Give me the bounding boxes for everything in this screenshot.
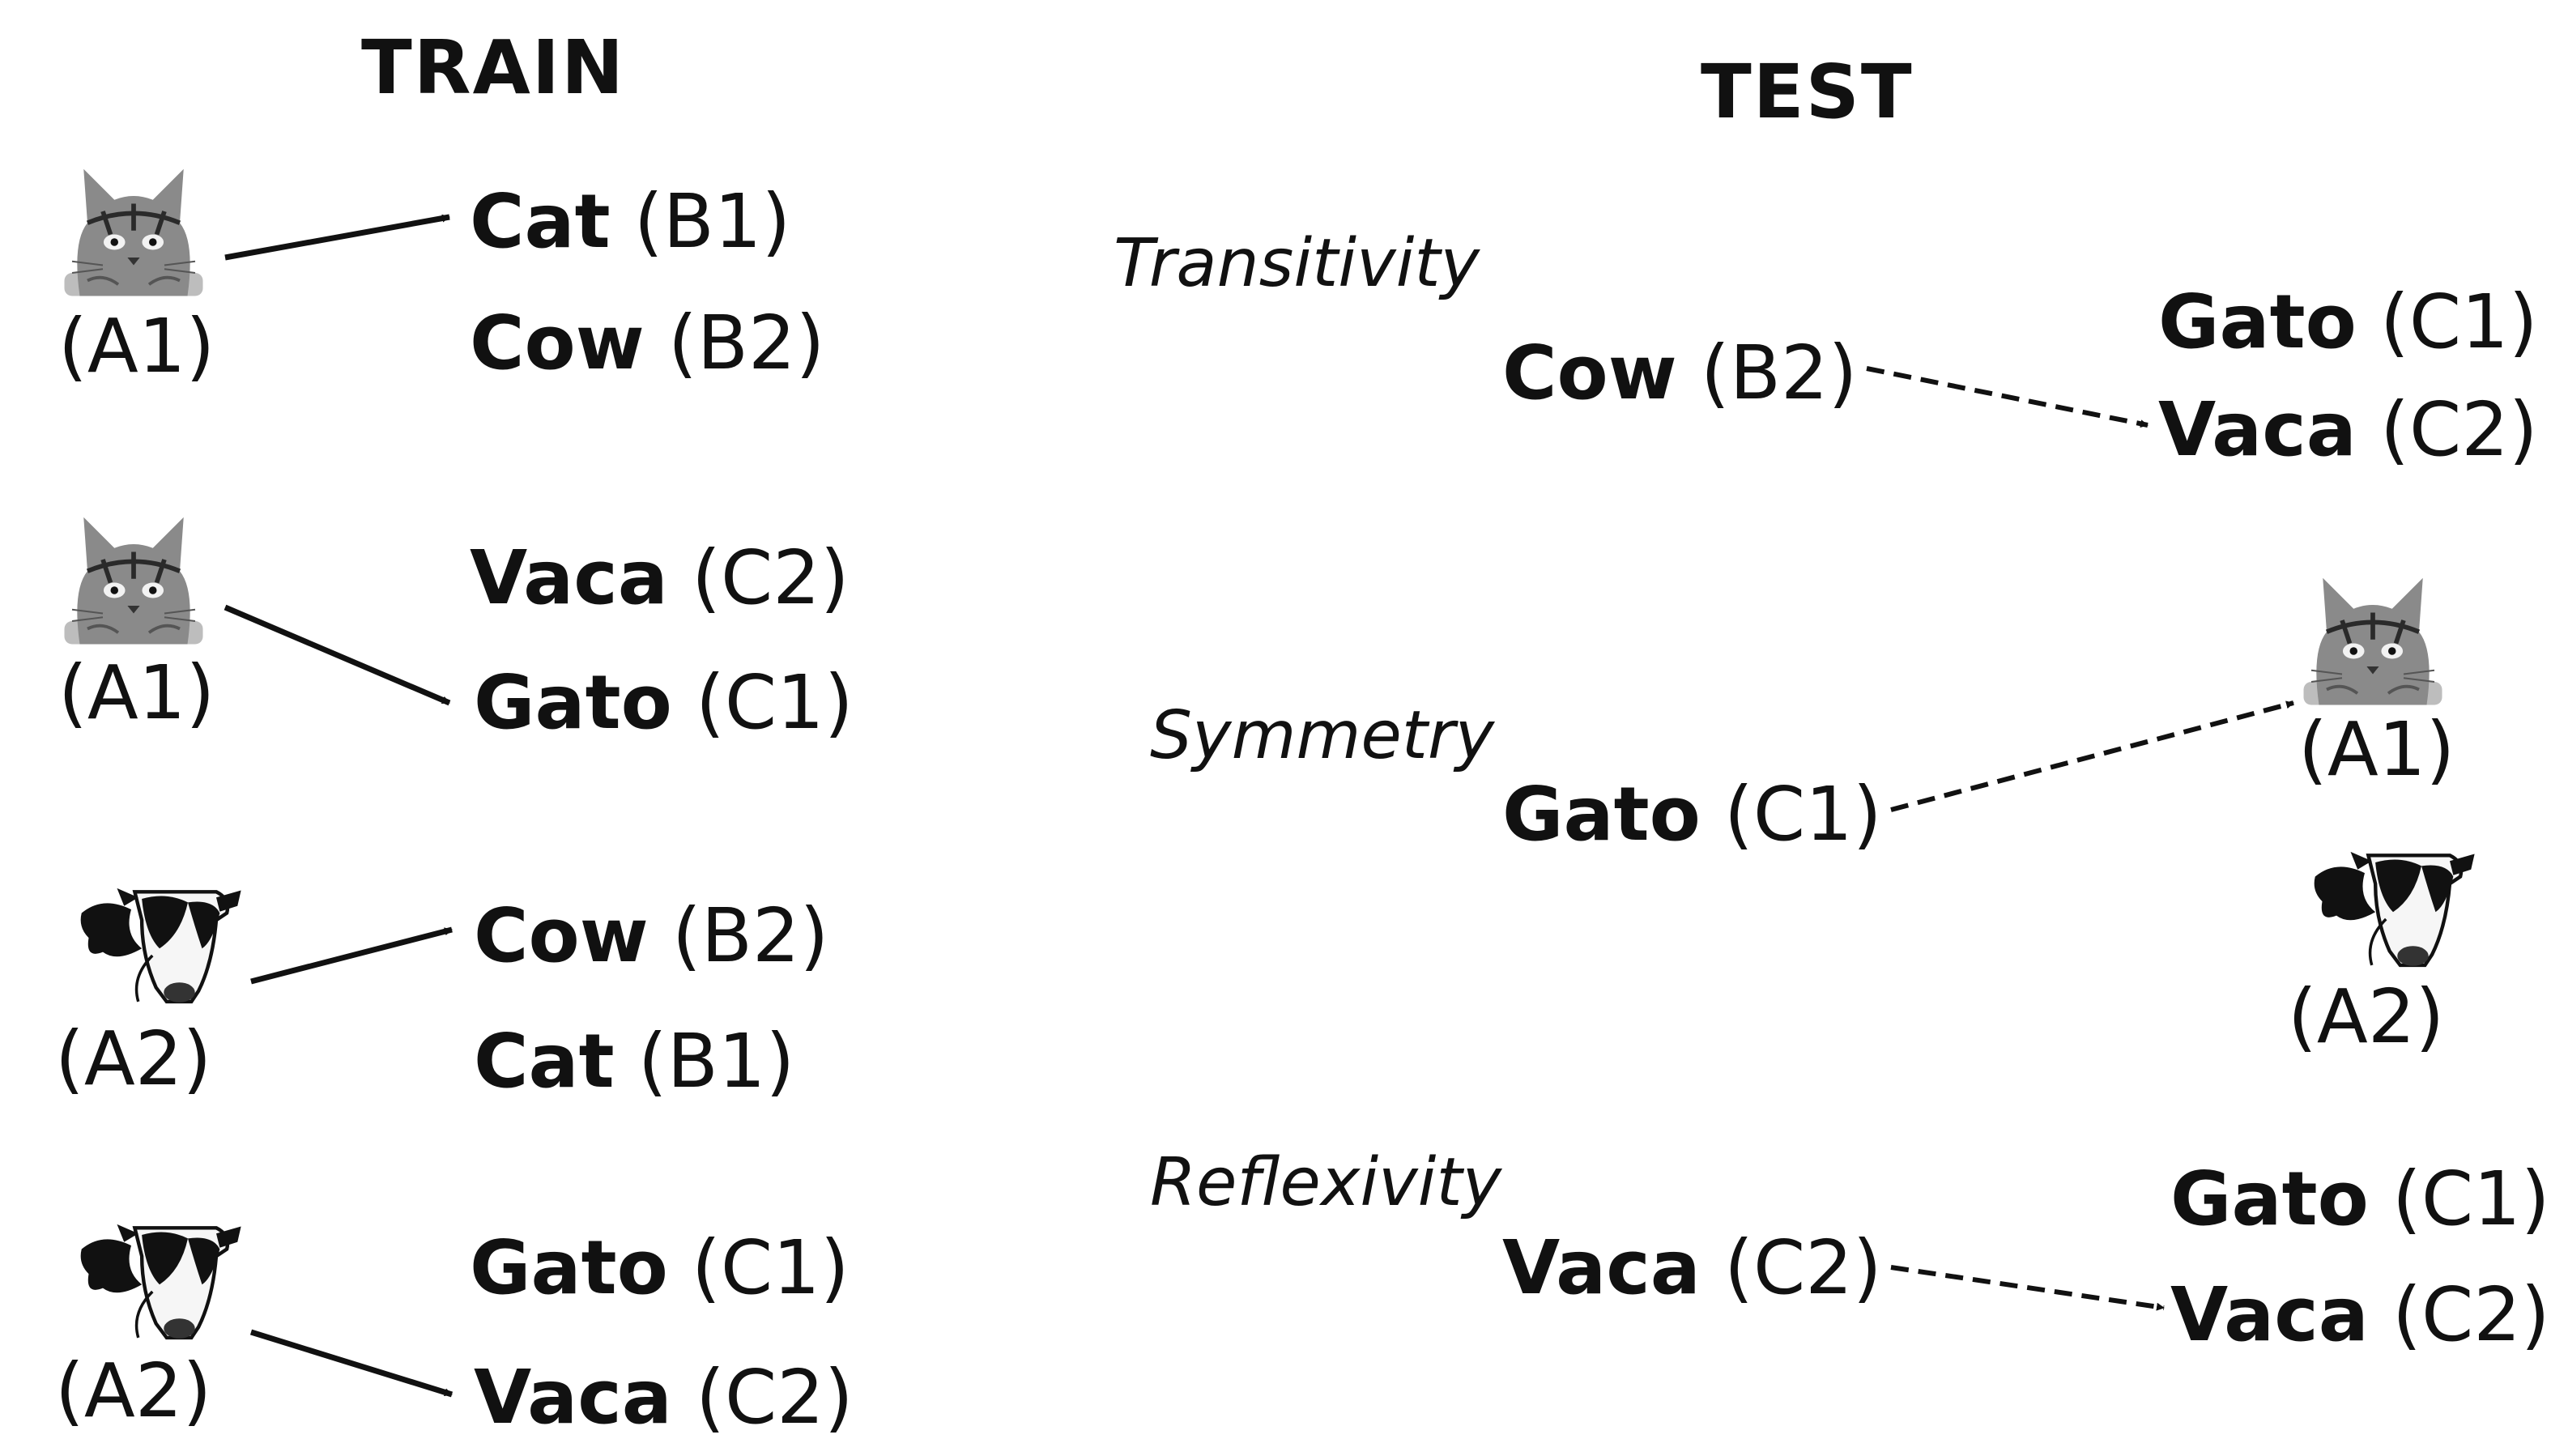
test-option-label: Gato (C1) <box>2158 285 2538 360</box>
comparison-word: Cow <box>470 300 645 386</box>
test-sample-code: (B2) <box>1700 330 1858 416</box>
train-header: TRAIN <box>361 24 626 111</box>
test-option-code: (A1) <box>2298 706 2455 793</box>
train-arrow <box>250 926 453 985</box>
comparison-code: (C2) <box>696 1354 854 1441</box>
test-option-label: Gato (C1) <box>2170 1162 2550 1237</box>
comparison-label: Cow (B2) <box>470 306 824 381</box>
test-arrow <box>1890 700 2294 812</box>
test-option-code: (C2) <box>2380 386 2538 473</box>
comparison-word: Cow <box>474 892 649 979</box>
comparison-word: Cat <box>474 1018 615 1105</box>
test-option-code: (C2) <box>2392 1271 2550 1358</box>
relation-label-symmetry: Symmetry <box>1150 697 1495 774</box>
test-sample-word: Cow <box>1502 330 1677 416</box>
test-option-word: Vaca <box>2170 1271 2369 1358</box>
test-option-code: (A2) <box>2288 973 2445 1060</box>
comparison-code: (B2) <box>671 892 829 979</box>
train-arrow <box>249 1329 454 1398</box>
test-option-word: Gato <box>2170 1156 2369 1242</box>
comparison-word: Vaca <box>470 534 668 621</box>
comparison-code: (C2) <box>692 534 850 621</box>
comparison-label: Cow (B2) <box>474 899 828 973</box>
test-sample-word: Vaca <box>1502 1224 1701 1311</box>
train-arrow <box>224 214 450 261</box>
sample-code: (A2) <box>55 1347 212 1434</box>
test-sample-label: Cow (B2) <box>1502 336 1857 411</box>
comparison-code: (B2) <box>667 300 825 386</box>
comparison-word: Gato <box>474 659 672 746</box>
test-option-label: Vaca (C2) <box>2158 393 2538 467</box>
test-arrow <box>1866 366 2149 428</box>
relation-label-reflexivity: Reflexivity <box>1150 1144 1502 1221</box>
sample-code: (A1) <box>58 303 215 390</box>
comparison-word: Cat <box>470 178 611 265</box>
comparison-label: Cat (B1) <box>470 185 790 259</box>
test-option-code: (C1) <box>2392 1156 2550 1242</box>
test-option-label: Vaca (C2) <box>2170 1278 2550 1352</box>
comparison-word: Gato <box>470 1224 668 1311</box>
relation-label-transitivity: Transitivity <box>1114 225 1480 302</box>
sample-code: (A1) <box>58 649 215 736</box>
test-sample-label: Vaca (C2) <box>1502 1231 1882 1305</box>
comparison-code: (B1) <box>633 178 791 265</box>
test-sample-code: (C1) <box>1724 771 1882 858</box>
test-sample-code: (C2) <box>1724 1224 1882 1311</box>
comparison-code: (B1) <box>637 1018 795 1105</box>
comparison-label: Gato (C1) <box>470 1231 850 1305</box>
sample-code: (A2) <box>55 1015 212 1102</box>
comparison-word: Vaca <box>474 1354 672 1441</box>
test-header: TEST <box>1701 49 1914 135</box>
test-sample-word: Gato <box>1502 771 1701 858</box>
comparison-code: (C1) <box>692 1224 850 1311</box>
test-sample-label: Gato (C1) <box>1502 777 1882 852</box>
train-arrow <box>224 604 451 706</box>
comparison-label: Vaca (C2) <box>474 1360 854 1435</box>
test-option-word: Vaca <box>2158 386 2357 473</box>
test-option-code: (C1) <box>2380 279 2538 365</box>
comparison-label: Vaca (C2) <box>470 541 850 615</box>
test-arrow <box>1890 1265 2165 1311</box>
comparison-code: (C1) <box>696 659 854 746</box>
comparison-label: Gato (C1) <box>474 666 854 740</box>
comparison-label: Cat (B1) <box>474 1024 794 1099</box>
test-option-word: Gato <box>2158 279 2357 365</box>
